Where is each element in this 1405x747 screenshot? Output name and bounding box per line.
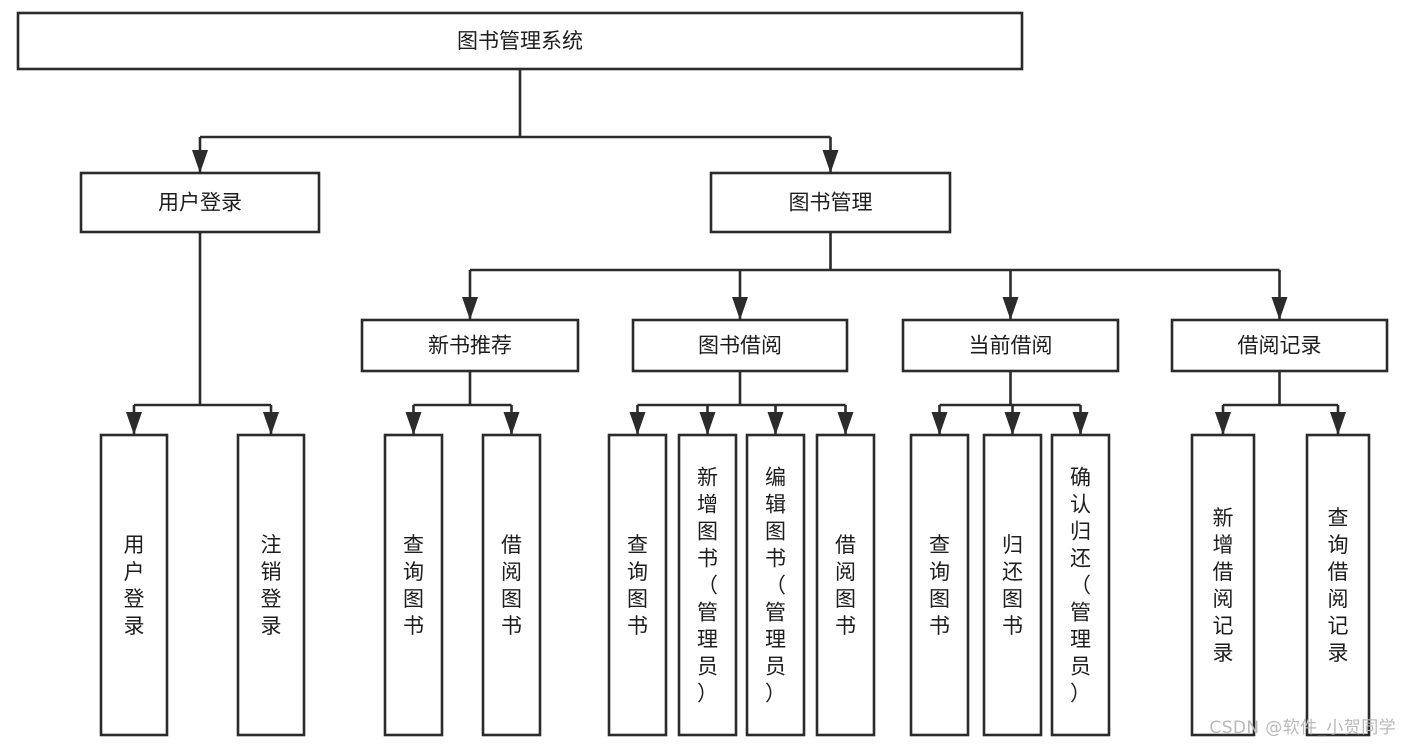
node-box xyxy=(631,318,849,373)
arrow-head-icon xyxy=(822,150,839,173)
arrow-head-icon xyxy=(462,297,478,320)
node-leaf-borrow-book-2[interactable]: 借阅图书 xyxy=(815,433,876,737)
node-leaf-user-login[interactable]: 用户登录 xyxy=(99,433,169,737)
node-box xyxy=(677,433,738,737)
node-book-borrow[interactable]: 图书借阅 xyxy=(631,318,849,373)
node-box xyxy=(745,433,806,737)
node-label: 新增图书（管理员） xyxy=(697,466,718,706)
node-leaf-add-record[interactable]: 新增借阅记录 xyxy=(1190,433,1256,737)
arrow-head-icon xyxy=(699,412,716,435)
arrow-head-icon xyxy=(732,297,748,320)
node-user-login[interactable]: 用户登录 xyxy=(79,171,321,234)
node-label: 当前借阅 xyxy=(969,334,1053,358)
node-leaf-query-book-3[interactable]: 查询图书 xyxy=(909,433,970,737)
node-label: 查询图书 xyxy=(403,533,424,638)
node-label: 归还图书 xyxy=(1002,533,1023,638)
connectors-layer xyxy=(126,69,1346,435)
csdn-watermark: CSDN @软件_小贺同学 xyxy=(1209,718,1396,738)
arrow-head-icon xyxy=(1072,412,1089,435)
node-leaf-return-book[interactable]: 归还图书 xyxy=(982,433,1043,737)
arrow-head-icon xyxy=(1215,412,1231,435)
node-label: 图书管理系统 xyxy=(457,29,583,53)
node-root[interactable]: 图书管理系统 xyxy=(16,11,1024,71)
node-box xyxy=(16,11,1024,71)
node-leaf-query-book-1[interactable]: 查询图书 xyxy=(383,433,444,737)
node-label: 图书管理 xyxy=(789,191,873,215)
node-leaf-add-book[interactable]: 新增图书（管理员） xyxy=(677,433,738,737)
node-box xyxy=(901,318,1120,373)
arrow-head-icon xyxy=(1002,297,1019,320)
node-leaf-confirm-return[interactable]: 确认归还（管理员） xyxy=(1050,433,1111,737)
node-label: 借阅图书 xyxy=(501,533,522,638)
node-label: 新书推荐 xyxy=(428,334,512,358)
arrow-head-icon xyxy=(126,412,142,435)
node-box xyxy=(1305,433,1371,737)
node-box xyxy=(1170,318,1389,373)
node-label: 注销登录 xyxy=(261,533,282,638)
node-leaf-borrow-book-1[interactable]: 借阅图书 xyxy=(481,433,542,737)
arrow-head-icon xyxy=(629,412,646,435)
node-leaf-user-logout[interactable]: 注销登录 xyxy=(236,433,306,737)
node-box xyxy=(1190,433,1256,737)
arrow-head-icon xyxy=(1330,412,1346,435)
node-label: 查询图书 xyxy=(627,533,648,638)
node-box xyxy=(360,318,580,373)
node-label: 确认归还（管理员） xyxy=(1070,466,1091,706)
node-label: 用户登录 xyxy=(158,191,242,215)
node-label: 借阅记录 xyxy=(1238,334,1322,358)
node-borrow-record[interactable]: 借阅记录 xyxy=(1170,318,1389,373)
arrow-head-icon xyxy=(192,150,208,173)
arrow-head-icon xyxy=(1004,412,1021,435)
node-label: 借阅图书 xyxy=(835,533,856,638)
node-new-book-rec[interactable]: 新书推荐 xyxy=(360,318,580,373)
node-box xyxy=(709,171,952,234)
arrow-head-icon xyxy=(837,412,854,435)
node-label: 编辑图书（管理员） xyxy=(765,466,786,706)
node-leaf-query-book-2[interactable]: 查询图书 xyxy=(607,433,668,737)
arrow-head-icon xyxy=(767,412,784,435)
arrow-head-icon xyxy=(503,412,520,435)
node-leaf-query-record[interactable]: 查询借阅记录 xyxy=(1305,433,1371,737)
arrow-head-icon xyxy=(931,412,948,435)
arrow-head-icon xyxy=(1271,297,1288,320)
node-label: 用户登录 xyxy=(124,533,145,638)
node-book-manage[interactable]: 图书管理 xyxy=(709,171,952,234)
node-box xyxy=(815,433,876,737)
node-box xyxy=(79,171,321,234)
node-current-borrow[interactable]: 当前借阅 xyxy=(901,318,1120,373)
node-box xyxy=(481,433,542,737)
node-box xyxy=(99,433,169,737)
node-label: 图书借阅 xyxy=(698,334,782,358)
node-label: 查询借阅记录 xyxy=(1328,506,1349,665)
node-box xyxy=(909,433,970,737)
node-box xyxy=(982,433,1043,737)
node-label: 新增借阅记录 xyxy=(1213,506,1234,665)
node-box xyxy=(383,433,444,737)
arrow-head-icon xyxy=(405,412,422,435)
node-box xyxy=(607,433,668,737)
node-box xyxy=(1050,433,1111,737)
node-label: 查询图书 xyxy=(929,533,950,638)
nodes-layer: 图书管理系统用户登录图书管理新书推荐图书借阅当前借阅借阅记录用户登录注销登录查询… xyxy=(16,11,1389,737)
node-box xyxy=(236,433,306,737)
arrow-head-icon xyxy=(263,412,279,435)
node-leaf-edit-book[interactable]: 编辑图书（管理员） xyxy=(745,433,806,737)
